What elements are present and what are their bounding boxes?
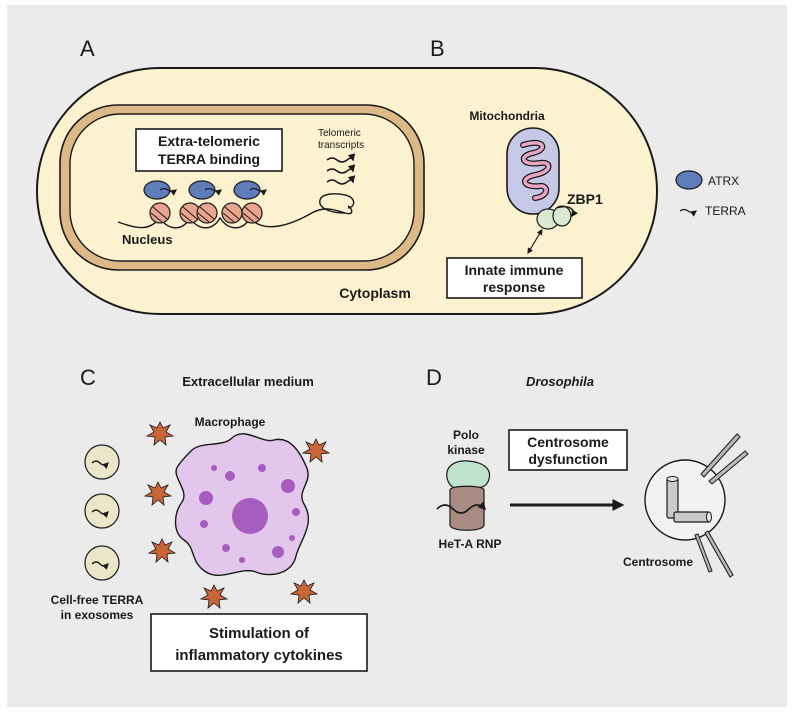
cytokine [143, 481, 173, 506]
exosome [84, 493, 120, 529]
zbp1-label: ZBP1 [567, 191, 603, 207]
polo-kinase-label-1: Polo [453, 428, 479, 442]
stimulation-box [150, 613, 368, 672]
panel-label-c: C [80, 365, 96, 390]
stimulation-label-2: inflammatory cytokines [175, 647, 343, 664]
nucleosome [241, 202, 263, 224]
innate-immune-label-2: response [483, 279, 545, 295]
zbp1-protein [536, 205, 579, 230]
atrx-terra-complex [143, 180, 268, 200]
centrosome-dysfunction-label-2: dysfunction [528, 451, 607, 467]
drosophila-heading: Drosophila [526, 374, 594, 389]
panel-label-d: D [426, 365, 442, 390]
nucleosome [221, 202, 243, 224]
innate-immune-box [446, 257, 583, 299]
terra-rna [249, 187, 268, 196]
extra-telomeric-label-2: TERRA binding [158, 151, 260, 167]
polo-kinase-label-2: kinase [447, 443, 485, 457]
terra-rna [204, 187, 223, 196]
centriole [673, 511, 711, 523]
nucleus-label: Nucleus [122, 232, 173, 247]
cytoplasm-label: Cytoplasm [339, 285, 411, 301]
centrosome-dysfunction-label-1: Centrosome [527, 434, 609, 450]
centrosome [644, 459, 726, 541]
nucleosome [196, 202, 218, 224]
polo-kinase-protein [446, 460, 491, 490]
microtubules [694, 433, 749, 578]
exosome [84, 545, 120, 581]
legend-terra-label: TERRA [705, 204, 746, 218]
legend-terra-swatch [679, 208, 698, 217]
terra-rna [159, 187, 178, 196]
centrosome-label: Centrosome [623, 555, 693, 569]
extra-telomeric-box [135, 128, 283, 172]
telomeric-transcripts-label-2: transcripts [318, 140, 364, 151]
legend-atrx-label: ATRX [708, 174, 739, 188]
cytokine [301, 438, 331, 463]
atrx-protein [233, 180, 261, 200]
telomeric-transcripts [326, 153, 356, 185]
zbp1-response-arrow [527, 228, 543, 255]
mito-cristae [521, 141, 551, 200]
innate-immune-label-1: Innate immune [465, 262, 564, 278]
macrophage-granules [199, 464, 300, 563]
stimulation-label-1: Stimulation of [209, 625, 310, 642]
nucleosome [149, 202, 171, 224]
extra-telomeric-label-1: Extra-telomeric [158, 133, 260, 149]
centrosome-dysfunction-box [508, 429, 628, 471]
telomere-loop [319, 193, 355, 214]
cytokine [145, 421, 175, 446]
nucleosome [179, 202, 201, 224]
panel-label-b: B [430, 36, 445, 61]
macrophage-label: Macrophage [195, 415, 266, 429]
extracellular-medium-heading: Extracellular medium [182, 374, 314, 389]
heta-transcript [436, 501, 487, 514]
atrx-protein [188, 180, 216, 200]
legend: ATRX TERRA [675, 170, 746, 218]
macrophage-nucleus [232, 498, 268, 534]
cytokine [147, 538, 177, 563]
cell-free-terra-label-2: in exosomes [61, 608, 134, 622]
atrx-protein [143, 180, 171, 200]
mitochondria-label: Mitochondria [469, 109, 545, 123]
cytokine [199, 584, 229, 609]
cell-free-terra-label-1: Cell-free TERRA [51, 593, 144, 607]
exosome [84, 444, 120, 480]
cytokine-group [143, 421, 331, 609]
heta-rnp [449, 485, 485, 531]
exosome-group [84, 444, 120, 581]
nucleosome-group [149, 202, 263, 224]
cytokine [289, 579, 319, 604]
centrioles [666, 476, 712, 523]
heta-rnp-label: HeT-A RNP [439, 537, 502, 551]
panel-label-a: A [80, 36, 95, 61]
telomeric-transcripts-label-1: Telomeric [318, 128, 361, 139]
legend-atrx-swatch [675, 170, 703, 190]
